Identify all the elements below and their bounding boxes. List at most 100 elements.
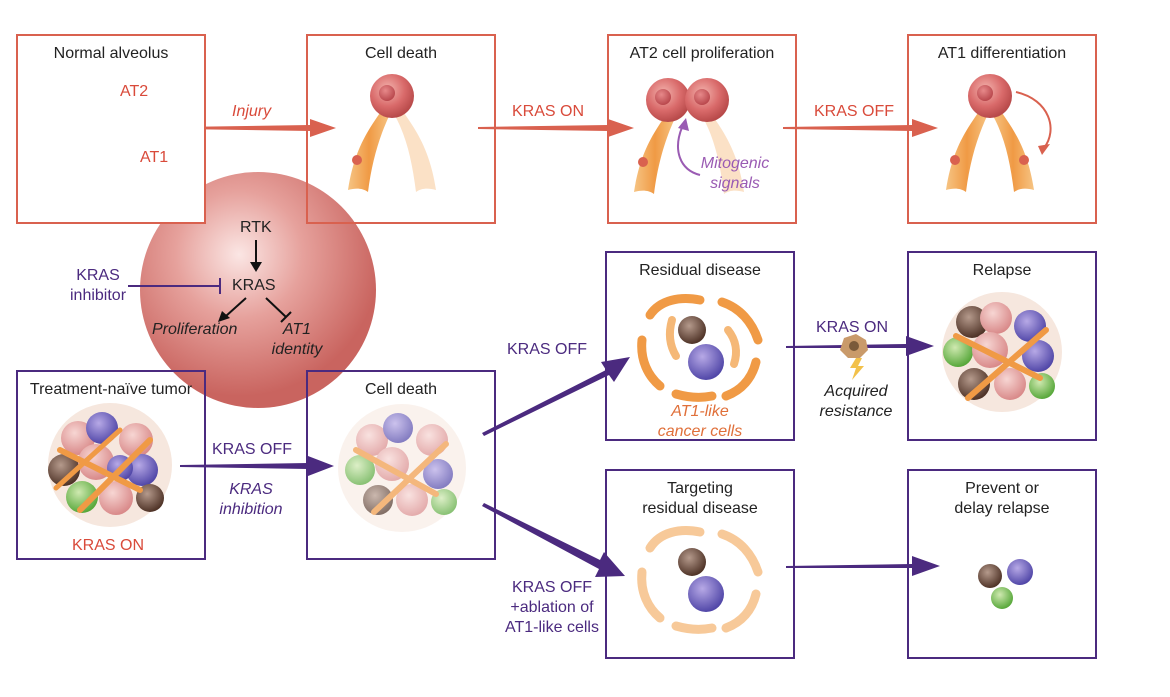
naive-kras-on-label: KRAS ON bbox=[72, 537, 145, 554]
kras-off-upper-arrow bbox=[482, 357, 630, 436]
injury-arrow bbox=[178, 119, 336, 137]
differentiation-arrowhead bbox=[1038, 144, 1050, 155]
box-cell-death-top: Cell death bbox=[306, 34, 496, 224]
caption-line-2: cancer cells bbox=[657, 423, 743, 440]
residual-disease-cells bbox=[637, 294, 763, 402]
kras-inhibition-line-1: KRAS bbox=[229, 481, 273, 498]
box-title: Relapse bbox=[972, 262, 1032, 279]
at1-nucleus-left bbox=[352, 155, 362, 165]
caption-line-1: AT1-like bbox=[671, 403, 729, 420]
box-title: Normal alveolus bbox=[53, 45, 169, 62]
at1-label: AT1 bbox=[140, 149, 169, 166]
inhibitor-line-1: KRAS bbox=[76, 267, 120, 284]
resistance-line-2: resistance bbox=[819, 403, 893, 420]
mitogenic-label: Mitogenic signals bbox=[690, 154, 780, 194]
at1-nucleus-right bbox=[1019, 155, 1029, 165]
proliferation-label: Proliferation bbox=[152, 321, 238, 338]
relapse-kras-on-label: KRAS ON bbox=[816, 319, 889, 336]
at1-identity-line-2: identity bbox=[271, 341, 323, 358]
at2-nucleus-a bbox=[655, 89, 671, 105]
injury-label: Injury bbox=[232, 103, 272, 120]
prevent-relapse-arrow bbox=[786, 556, 940, 576]
tumor-cluster-naive bbox=[48, 403, 172, 527]
box-title: Residual disease bbox=[639, 262, 761, 279]
resistance-burst bbox=[840, 334, 868, 380]
ablation-line-2: +ablation of bbox=[510, 599, 594, 616]
inhibitor-line-2: inhibitor bbox=[69, 287, 127, 304]
box-prevent-relapse: Prevent or delay relapse bbox=[907, 469, 1097, 659]
title-line-1: Prevent or bbox=[965, 480, 1039, 497]
at1-cell-right bbox=[992, 110, 1034, 192]
cell-death-top-cells bbox=[348, 74, 436, 192]
kras-off-upper-label: KRAS OFF bbox=[507, 341, 588, 358]
ablation-line-1: KRAS OFF bbox=[511, 579, 592, 596]
box-normal-alveolus: Normal alveolus bbox=[16, 34, 206, 224]
mitogenic-line-1: Mitogenic bbox=[700, 155, 770, 172]
mitogenic-arrowhead bbox=[678, 118, 689, 131]
mitogenic-line-2: signals bbox=[710, 175, 760, 192]
at1-cell-faint bbox=[702, 112, 744, 194]
at2-label: AT2 bbox=[120, 83, 149, 100]
kras-on-top-label: KRAS ON bbox=[512, 103, 585, 120]
kras-at1-inhibit-line bbox=[265, 297, 287, 318]
box-targeting-residual: Targeting residual disease bbox=[605, 469, 795, 659]
box-at1-differentiation: AT1 differentiation bbox=[907, 34, 1097, 224]
title-line-2: residual disease bbox=[642, 500, 758, 517]
kras-at1-inhibit-bar bbox=[280, 311, 292, 323]
at1-identity-label: AT1 identity bbox=[262, 320, 332, 360]
box-cell-death-bottom: Cell death bbox=[306, 370, 496, 560]
pathway-sphere bbox=[140, 172, 376, 408]
kras-inhibitor-label: KRAS inhibitor bbox=[60, 266, 136, 306]
title-line-1: Targeting bbox=[667, 480, 733, 497]
kras-off-mid-arrow bbox=[180, 456, 334, 476]
at2-nucleus-b bbox=[694, 89, 710, 105]
box-title: AT1 differentiation bbox=[937, 45, 1067, 62]
box-title: Prevent or delay relapse bbox=[909, 479, 1095, 519]
box-title: Cell death bbox=[364, 381, 438, 398]
at1-identity-line-1: AT1 bbox=[282, 321, 312, 338]
resistance-line-1: Acquired bbox=[824, 383, 888, 400]
kras-off-mid-label: KRAS OFF bbox=[212, 441, 293, 458]
box-title: AT2 cell proliferation bbox=[629, 45, 775, 62]
box-title: Treatment-naïve tumor bbox=[29, 381, 193, 398]
kras-off-ablation-arrow bbox=[482, 503, 625, 577]
box-treatment-naive: Treatment-naïve tumor bbox=[16, 370, 206, 560]
kras-inhibition-line-2: inhibition bbox=[219, 501, 283, 518]
box-residual-disease: Residual disease bbox=[605, 251, 795, 441]
at2-nucleus bbox=[977, 85, 993, 101]
tumor-cluster-relapse bbox=[942, 292, 1062, 412]
at1-nucleus-left bbox=[638, 157, 648, 167]
kras-label: KRAS bbox=[232, 277, 276, 294]
at1-like-caption: AT1-like cancer cells bbox=[650, 402, 750, 442]
box-relapse: Relapse bbox=[907, 251, 1097, 441]
kras-off-top-label: KRAS OFF bbox=[814, 103, 895, 120]
kras-off-top-arrow bbox=[783, 119, 938, 137]
prevent-relapse-cells bbox=[978, 559, 1033, 609]
mitogenic-arrow bbox=[677, 124, 701, 176]
box-title: Cell death bbox=[364, 45, 438, 62]
at1-cell-left bbox=[946, 110, 988, 192]
kras-proliferation-arrowhead bbox=[218, 311, 230, 322]
at1-differentiation-cells bbox=[946, 74, 1052, 192]
at1-cell-dying bbox=[394, 110, 436, 192]
targeting-residual-nuclei bbox=[678, 548, 724, 612]
at1-nucleus-left bbox=[950, 155, 960, 165]
targeting-residual-cells bbox=[637, 526, 763, 634]
kras-on-top-arrow bbox=[478, 119, 634, 137]
at2-proliferation-cells bbox=[634, 78, 744, 194]
ablation-line-3: AT1-like cells bbox=[505, 619, 599, 636]
at1-cell-left bbox=[634, 112, 676, 194]
tumor-cluster-dying bbox=[338, 404, 466, 532]
at2-nucleus bbox=[379, 85, 395, 101]
box-title: Targeting residual disease bbox=[607, 479, 793, 519]
box-at2-proliferation: AT2 cell proliferation bbox=[607, 34, 797, 224]
rtk-kras-arrowhead bbox=[250, 262, 262, 272]
kras-inhibition-label: KRAS inhibition bbox=[206, 480, 296, 520]
kras-proliferation-arrow bbox=[225, 297, 247, 317]
kras-off-ablation-label: KRAS OFF +ablation of AT1-like cells bbox=[492, 578, 612, 638]
acquired-resistance-label: Acquired resistance bbox=[806, 382, 906, 422]
at1-cell-left bbox=[348, 110, 390, 192]
rtk-label: RTK bbox=[240, 219, 272, 236]
title-line-2: delay relapse bbox=[954, 500, 1050, 517]
